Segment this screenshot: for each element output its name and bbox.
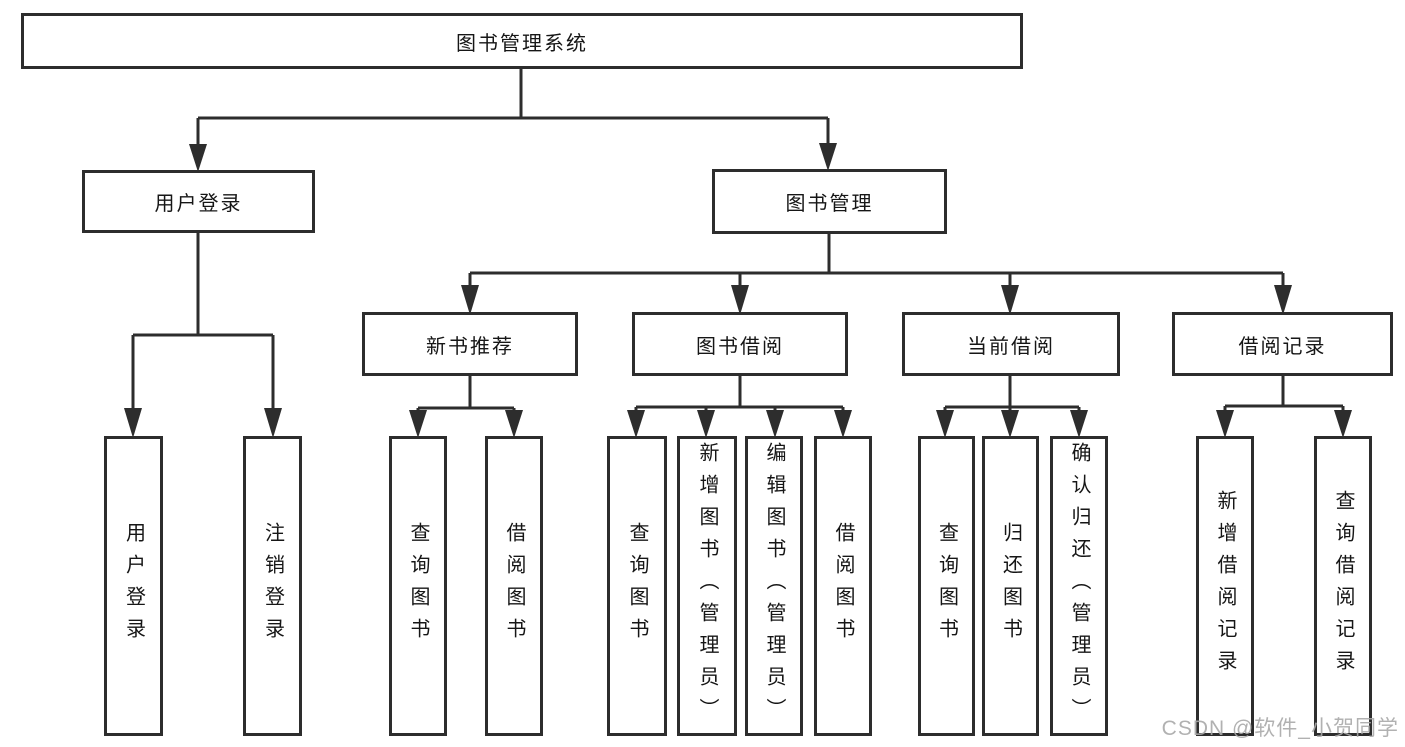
leaf-user-login: 用户登录 (104, 436, 163, 736)
node-current-borrow-label: 当前借阅 (967, 335, 1055, 358)
leaf-newbook-query-books: 查询图书 (389, 436, 447, 736)
node-user-login-label: 用户登录 (154, 193, 243, 215)
node-root-label: 图书管理系统 (456, 32, 588, 55)
leaf-add-books-admin: 新增图书（管理员） (677, 436, 737, 736)
node-user-login: 用户登录 (82, 170, 315, 233)
leaf-confirm-return-admin-label: 确认归还（管理员） (1068, 442, 1090, 730)
node-book-borrow-label: 图书借阅 (696, 335, 784, 358)
node-root-library-system: 图书管理系统 (21, 13, 1023, 69)
leaf-query-borrow-record-label: 查询借阅记录 (1332, 490, 1354, 682)
leaf-borrow-books: 借阅图书 (814, 436, 872, 736)
leaf-current-query-books: 查询图书 (918, 436, 975, 736)
leaf-query-borrow-record: 查询借阅记录 (1314, 436, 1372, 736)
leaf-return-books: 归还图书 (982, 436, 1039, 736)
node-current-borrow: 当前借阅 (902, 312, 1120, 376)
node-borrow-records-label: 借阅记录 (1238, 335, 1327, 358)
leaf-confirm-return-admin: 确认归还（管理员） (1050, 436, 1108, 736)
leaf-add-books-admin-label: 新增图书（管理员） (696, 442, 718, 730)
leaf-edit-books-admin-label: 编辑图书（管理员） (763, 442, 785, 730)
leaf-return-books-label: 归还图书 (999, 522, 1022, 650)
node-borrow-records: 借阅记录 (1172, 312, 1393, 376)
node-new-book-recommend-label: 新书推荐 (426, 335, 514, 358)
leaf-newbook-borrow-books-label: 借阅图书 (503, 522, 525, 650)
arrowheads (124, 143, 1352, 438)
leaf-logout: 注销登录 (243, 436, 302, 736)
leaf-logout-label: 注销登录 (261, 522, 284, 650)
leaf-current-query-books-label: 查询图书 (935, 522, 958, 650)
node-new-book-recommend: 新书推荐 (362, 312, 578, 376)
leaf-borrow-books-label: 借阅图书 (832, 522, 854, 650)
leaf-newbook-query-books-label: 查询图书 (407, 522, 429, 650)
leaf-newbook-borrow-books: 借阅图书 (485, 436, 543, 736)
node-book-borrow: 图书借阅 (632, 312, 848, 376)
leaf-borrow-query-books-label: 查询图书 (626, 522, 648, 650)
leaf-user-login-label: 用户登录 (122, 522, 145, 650)
leaf-add-borrow-record: 新增借阅记录 (1196, 436, 1254, 736)
leaf-borrow-query-books: 查询图书 (607, 436, 667, 736)
csdn-watermark: CSDN @软件_小贺同学 (1161, 717, 1399, 740)
leaf-edit-books-admin: 编辑图书（管理员） (745, 436, 803, 736)
leaf-add-borrow-record-label: 新增借阅记录 (1214, 490, 1236, 682)
node-book-management: 图书管理 (712, 169, 947, 234)
node-book-management-label: 图书管理 (785, 193, 874, 215)
